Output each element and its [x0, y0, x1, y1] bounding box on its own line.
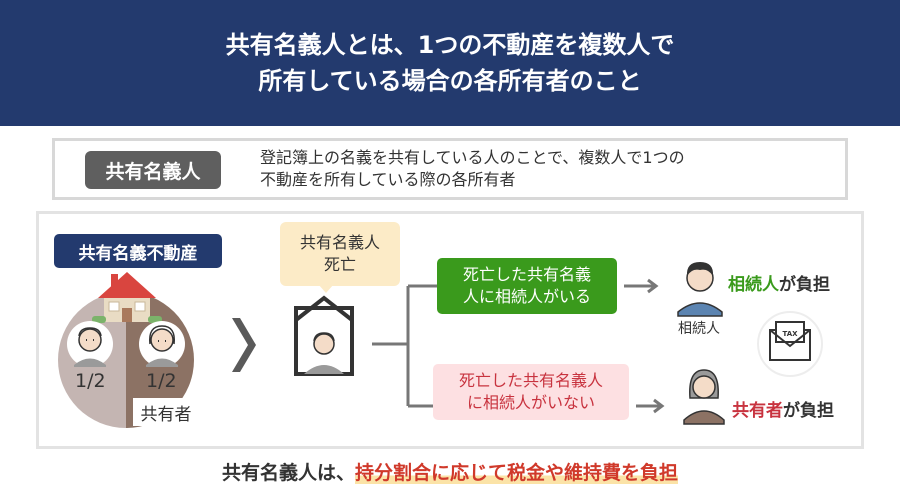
co-owned-property-tag: 共有名義不動産	[54, 234, 222, 268]
house-icon	[92, 272, 162, 323]
memorial-portrait-icon	[294, 295, 354, 376]
co-owner-person-icon	[683, 369, 725, 425]
co-owner-burden-text: 共有者が負担	[732, 396, 834, 421]
page-header: 共有名義人とは、1つの不動産を複数人で 所有している場合の各所有者のこと	[0, 0, 900, 126]
owner-avatar-right	[139, 321, 185, 367]
heir-burden-highlight: 相続人	[728, 275, 779, 295]
death-bubble-line-1: 共有名義人	[299, 233, 380, 252]
footer-summary: 共有名義人は、持分割合に応じて税金や維持費を負担	[0, 456, 900, 492]
heir-burden-text: 相続人が負担	[728, 270, 830, 295]
death-bubble-line-2: 死亡	[323, 255, 356, 274]
definition-text-line-2: 不動産を所有している際の各所有者	[260, 170, 516, 189]
footer-prefix: 共有名義人は、	[221, 462, 355, 484]
condition-no-heir: 死亡した共有名義人 に相続人がいない	[433, 364, 629, 420]
branch-connector	[372, 284, 437, 408]
co-owner-burden-highlight: 共有者	[732, 401, 783, 421]
co-owner-burden-rest: が負担	[783, 401, 834, 421]
definition-box: 共有名義人 登記簿上の名義を共有している人のことで、複数人で1つの 不動産を所有…	[52, 138, 848, 200]
definition-badge: 共有名義人	[85, 151, 221, 189]
owner-avatar-left	[67, 321, 113, 367]
definition-text-line-1: 登記簿上の名義を共有している人のことで、複数人で1つの	[260, 148, 685, 167]
death-speech-bubble: 共有名義人 死亡	[280, 222, 400, 286]
condition-no-heir-line-2: に相続人がいない	[466, 393, 595, 412]
footer-highlight: 持分割合に応じて税金や維持費を負担	[355, 462, 679, 484]
header-line-1: 共有名義人とは、1つの不動産を複数人で	[225, 31, 675, 59]
tax-envelope-icon: TAX	[757, 311, 823, 377]
condition-heir-line-2: 人に相続人がいる	[462, 287, 591, 306]
heir-person-icon	[677, 262, 723, 317]
heir-person-label: 相続人	[678, 321, 720, 337]
share-right-label: 1/2	[146, 370, 177, 392]
share-left-label: 1/2	[75, 370, 106, 392]
header-line-2: 所有している場合の各所有者のこと	[258, 67, 642, 95]
co-owner-label: 共有者	[133, 398, 199, 426]
death-bubble-tail	[318, 284, 334, 293]
condition-no-heir-line-1: 死亡した共有名義人	[458, 371, 603, 390]
definition-text: 登記簿上の名義を共有している人のことで、複数人で1つの 不動産を所有している際の…	[260, 147, 840, 191]
condition-heir-exists: 死亡した共有名義 人に相続人がいる	[437, 258, 617, 314]
flow-chevron-icon	[232, 318, 256, 372]
condition-heir-line-1: 死亡した共有名義	[462, 265, 591, 284]
outcome-arrow-top	[624, 278, 659, 294]
outcome-arrow-bottom	[636, 398, 665, 414]
heir-burden-rest: が負担	[779, 275, 830, 295]
tax-icon-text: TAX	[782, 330, 798, 338]
